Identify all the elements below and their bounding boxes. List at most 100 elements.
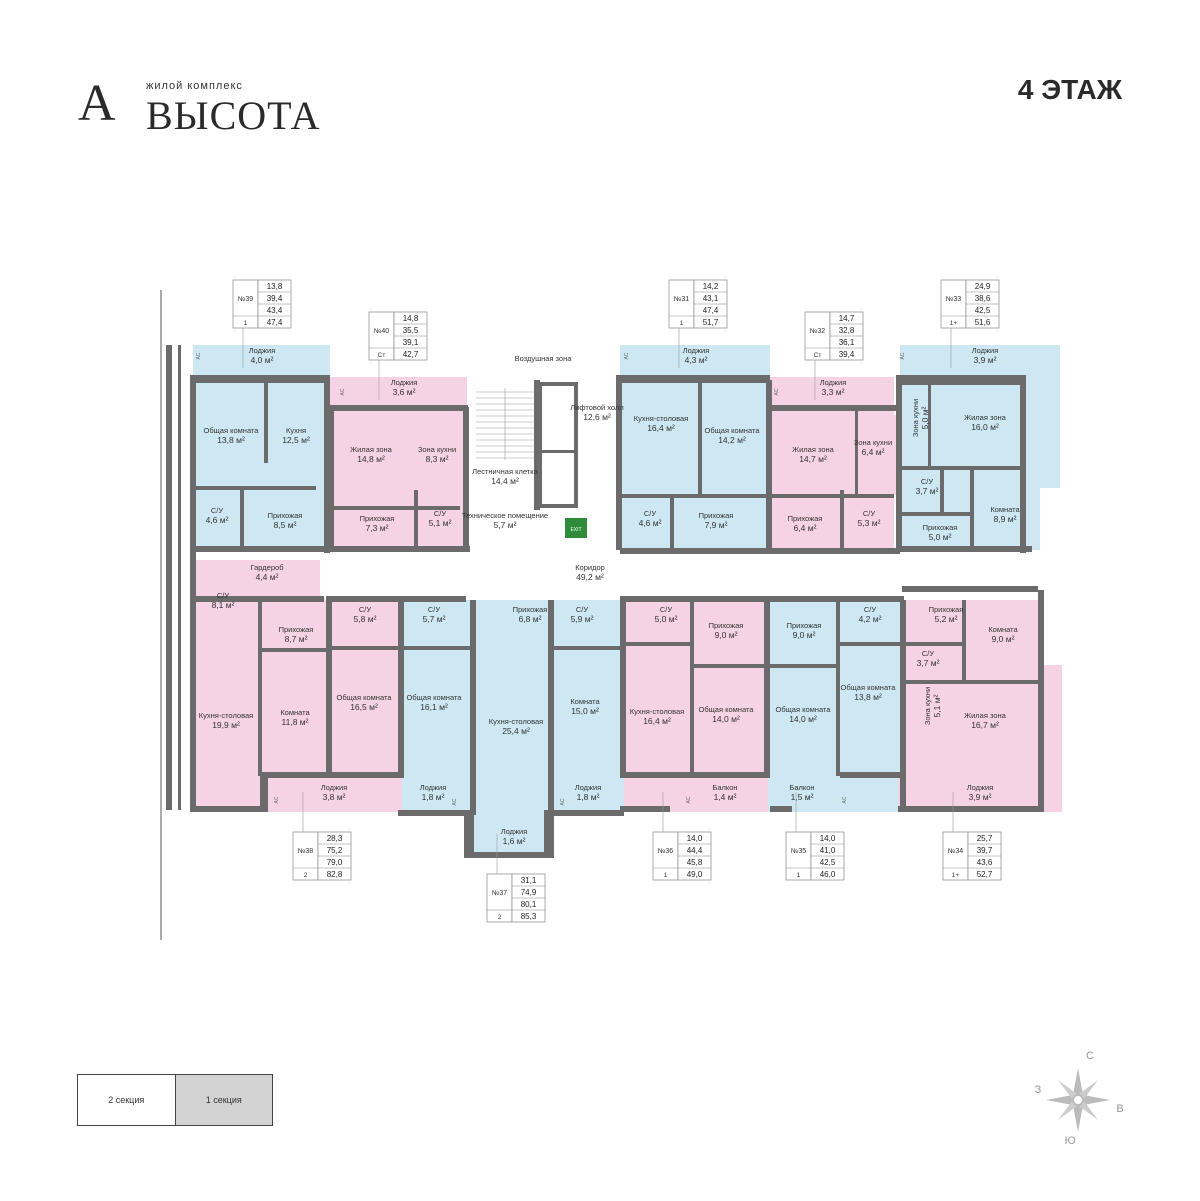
room-name: Лоджия: [683, 346, 710, 355]
room-name: Общая комната: [337, 693, 393, 702]
apartment-tag-left: [668, 279, 695, 329]
wall: [620, 772, 770, 778]
room: [474, 465, 536, 505]
room-area: 1,5 м²: [791, 792, 814, 802]
apartment-number: №34: [948, 848, 963, 855]
wall: [692, 664, 766, 668]
wall: [330, 646, 470, 650]
wall: [620, 806, 670, 812]
room-name: С/У: [660, 605, 673, 614]
room-name: Общая комната: [776, 705, 832, 714]
apartment-area-value: 52,7: [977, 870, 993, 879]
room-area: 5,0 м²: [929, 532, 952, 542]
brand-subtitle: жилой комплекс: [146, 80, 243, 92]
section-1-button[interactable]: 1 секция: [174, 1075, 272, 1125]
room-area: 19,9 м²: [212, 720, 240, 730]
room-area: 5,7 м²: [423, 614, 446, 624]
apartment-area-value: 14,7: [839, 314, 855, 323]
room: [552, 600, 622, 648]
apartment-area-value: 25,7: [977, 834, 993, 843]
room: [930, 390, 1020, 466]
apartment-area-value: 43,6: [977, 858, 993, 867]
room-name: Кухня: [286, 426, 306, 435]
brand-name: ВЫСОТА: [146, 93, 321, 138]
wall: [766, 380, 772, 552]
apartment-area-value: 43,4: [267, 306, 283, 315]
loggia-east-lower: [1040, 665, 1062, 812]
room-name: Лестничная клетка: [472, 467, 539, 476]
wall: [690, 600, 694, 776]
room: [264, 782, 398, 810]
apartment-area-value: 14,8: [403, 314, 419, 323]
room: [623, 385, 699, 497]
wall: [896, 380, 902, 552]
room-area: 3,8 м²: [323, 792, 346, 802]
room-area: 5,0 м²: [655, 614, 678, 624]
room-name: Жилая зона: [964, 413, 1006, 422]
section-2-button[interactable]: 2 секция: [108, 1095, 145, 1105]
room-area: 8,1 м²: [212, 600, 235, 610]
room-name: Лоджия: [967, 783, 994, 792]
ac-unit-label: AC: [902, 798, 908, 805]
room-area: 7,3 м²: [366, 523, 389, 533]
room: [620, 345, 770, 375]
apartment-area-value: 38,6: [975, 294, 991, 303]
room: [768, 415, 856, 495]
ac-unit-label: AC: [274, 796, 280, 803]
room-area: 49,2 м²: [576, 572, 604, 582]
room-area: 4,3 м²: [685, 355, 708, 365]
apartment-tag-left: [486, 873, 513, 923]
apartment-number: №36: [658, 848, 673, 855]
apartment-area-value: 14,0: [687, 834, 703, 843]
room-name: С/У: [864, 605, 877, 614]
room-name: Прихожая: [268, 511, 303, 520]
wall: [902, 586, 1038, 592]
compass-south-label: Ю: [1064, 1135, 1075, 1147]
room-name: С/У: [644, 509, 657, 518]
room-name: Зона кухни: [418, 445, 456, 454]
wall: [770, 548, 900, 554]
room-name: Лоджия: [575, 783, 602, 792]
ac-unit-label: AC: [774, 388, 780, 395]
room-name: Общая комната: [699, 705, 755, 714]
apartment-rooms: 1: [664, 872, 668, 879]
room-name: С/У: [217, 591, 230, 600]
apartment-area-value: 74,9: [521, 888, 537, 897]
room-area: 16,4 м²: [647, 423, 675, 433]
wall: [328, 407, 334, 552]
room-name: Прихожая: [709, 621, 744, 630]
room-area: 14,0 м²: [712, 714, 740, 724]
room-name: Комната: [280, 708, 310, 717]
room-name: Воздушная зона: [515, 354, 573, 363]
room: [694, 600, 766, 666]
room-name: Комната: [990, 505, 1020, 514]
room-name: Общая комната: [407, 693, 463, 702]
room-area: 9,0 м²: [715, 630, 738, 640]
wall: [264, 383, 268, 463]
apartment-tag-left: [942, 831, 969, 881]
room: [702, 385, 766, 497]
room-name: Лоджия: [972, 346, 999, 355]
wall: [194, 546, 324, 552]
wall: [670, 494, 674, 552]
wall: [770, 806, 792, 812]
wall: [330, 546, 470, 552]
apartment-area-value: 51,7: [703, 318, 719, 327]
room-area: 3,9 м²: [969, 792, 992, 802]
